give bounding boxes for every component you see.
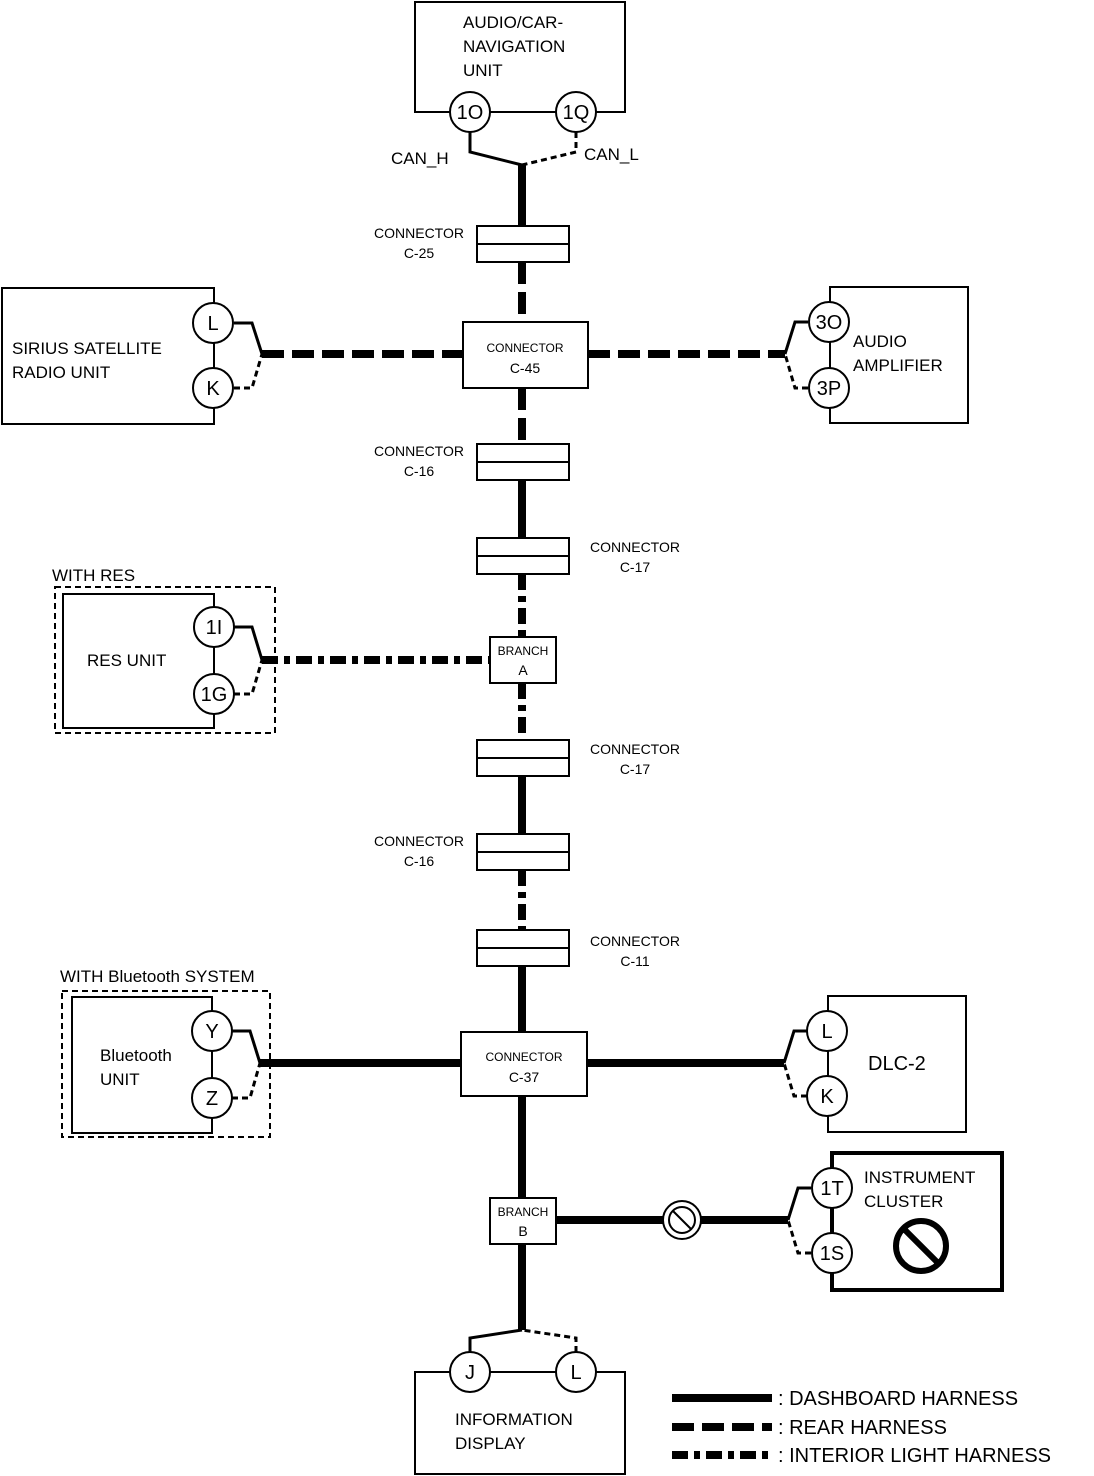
branch-a: BRANCH A (489, 636, 557, 684)
res-pin-h: 1I (206, 617, 223, 639)
bluetooth-unit: WITH Bluetooth SYSTEM Bluetooth UNIT Y Z (60, 967, 461, 1138)
audio-nav-unit: AUDIO/CAR- NAVIGATION UNIT 1O 1Q CAN_H C… (391, 1, 639, 168)
connector-c17-lower-word: CONNECTOR (590, 741, 680, 757)
dlc-pin-l: K (820, 1086, 834, 1108)
cluster-pin-h: 1T (820, 1178, 843, 1200)
info-display-label-2: DISPLAY (455, 1434, 526, 1453)
sirius-pin-l: K (206, 378, 220, 400)
branch-a-id: A (518, 662, 528, 678)
sirius-label-2: RADIO UNIT (12, 363, 110, 382)
res-unit-label: RES UNIT (87, 651, 166, 670)
can-l-label: CAN_L (584, 145, 639, 164)
audio-nav-label-1: AUDIO/CAR- (463, 13, 563, 32)
bt-pin-l: Z (206, 1088, 218, 1110)
connector-c16-upper-id: C-16 (404, 463, 435, 479)
branch-b: BRANCH B (489, 1197, 557, 1245)
res-unit: WITH RES RES UNIT 1I 1G (52, 566, 490, 734)
connector-c45-word: CONNECTOR (486, 341, 563, 355)
branch-a-word: BRANCH (498, 644, 549, 658)
audio-pin-h: 1O (457, 102, 484, 124)
connector-c17-upper-id: C-17 (620, 559, 651, 575)
branch-b-id: B (518, 1223, 527, 1239)
sirius-label-1: SIRIUS SATELLITE (12, 339, 162, 358)
no-connection-icon (662, 1200, 702, 1240)
connector-c45-id: C-45 (510, 360, 541, 376)
info-display-label-1: INFORMATION (455, 1410, 573, 1429)
connector-c16-lower-word: CONNECTOR (374, 833, 464, 849)
connector-c16-lower: CONNECTOR C-16 (374, 833, 570, 871)
connector-c17-lower: CONNECTOR C-17 (476, 739, 680, 777)
sirius-pin-h: L (207, 313, 218, 335)
legend-rear-label: : REAR HARNESS (778, 1417, 947, 1439)
cluster-label-1: INSTRUMENT (864, 1168, 975, 1187)
amplifier-label-1: AUDIO (853, 332, 907, 351)
connector-c16-upper: CONNECTOR C-16 (374, 443, 570, 481)
information-display: INFORMATION DISPLAY J L (414, 1328, 626, 1475)
connector-c16-lower-id: C-16 (404, 853, 435, 869)
amp-pin-h: 3O (816, 312, 843, 334)
legend: : DASHBOARD HARNESS : REAR HARNESS : INT… (672, 1388, 1051, 1467)
legend-dashboard-label: : DASHBOARD HARNESS (778, 1388, 1018, 1410)
cluster-label-2: CLUSTER (864, 1192, 943, 1211)
sirius-radio-unit: SIRIUS SATELLITE RADIO UNIT L K (1, 287, 463, 425)
connector-c25-id: C-25 (404, 245, 435, 261)
connector-c37: CONNECTOR C-37 (460, 1031, 588, 1097)
connector-c25-word: CONNECTOR (374, 225, 464, 241)
connector-c37-id: C-37 (509, 1069, 540, 1085)
info-pin-h: J (465, 1362, 475, 1384)
cluster-pin-l: 1S (820, 1243, 844, 1265)
bluetooth-label-1: Bluetooth (100, 1046, 172, 1065)
connector-c11-word: CONNECTOR (590, 933, 680, 949)
prohibition-icon (893, 1218, 949, 1274)
audio-nav-label-3: UNIT (463, 61, 503, 80)
dlc-label: DLC-2 (868, 1053, 926, 1075)
connector-c11: CONNECTOR C-11 (476, 929, 680, 969)
amplifier-label-2: AMPLIFIER (853, 356, 943, 375)
instrument-cluster: INSTRUMENT CLUSTER 1T 1S (556, 1151, 1004, 1292)
audio-pin-l: 1Q (563, 102, 590, 124)
audio-nav-label-2: NAVIGATION (463, 37, 565, 56)
branch-b-word: BRANCH (498, 1205, 549, 1219)
info-pin-l: L (570, 1362, 581, 1384)
audio-amplifier: AUDIO AMPLIFIER 3O 3P (588, 286, 969, 424)
connector-c11-id: C-11 (620, 953, 650, 969)
connector-c37-word: CONNECTOR (485, 1050, 562, 1064)
legend-interior-label: : INTERIOR LIGHT HARNESS (778, 1445, 1051, 1467)
bluetooth-option-label: WITH Bluetooth SYSTEM (60, 967, 255, 986)
connector-c25: CONNECTOR C-25 (374, 225, 570, 263)
can-h-label: CAN_H (391, 149, 449, 168)
bt-pin-h: Y (205, 1021, 218, 1043)
connector-c17-upper: CONNECTOR C-17 (476, 537, 680, 575)
res-pin-l: 1G (201, 684, 228, 706)
connector-c45: CONNECTOR C-45 (462, 321, 589, 389)
bluetooth-label-2: UNIT (100, 1070, 140, 1089)
connector-c16-upper-word: CONNECTOR (374, 443, 464, 459)
dlc-2: DLC-2 L K (587, 995, 967, 1133)
dlc-pin-h: L (821, 1021, 832, 1043)
amp-pin-l: 3P (817, 378, 841, 400)
connector-c17-upper-word: CONNECTOR (590, 539, 680, 555)
connector-c17-lower-id: C-17 (620, 761, 651, 777)
res-option-label: WITH RES (52, 566, 135, 585)
